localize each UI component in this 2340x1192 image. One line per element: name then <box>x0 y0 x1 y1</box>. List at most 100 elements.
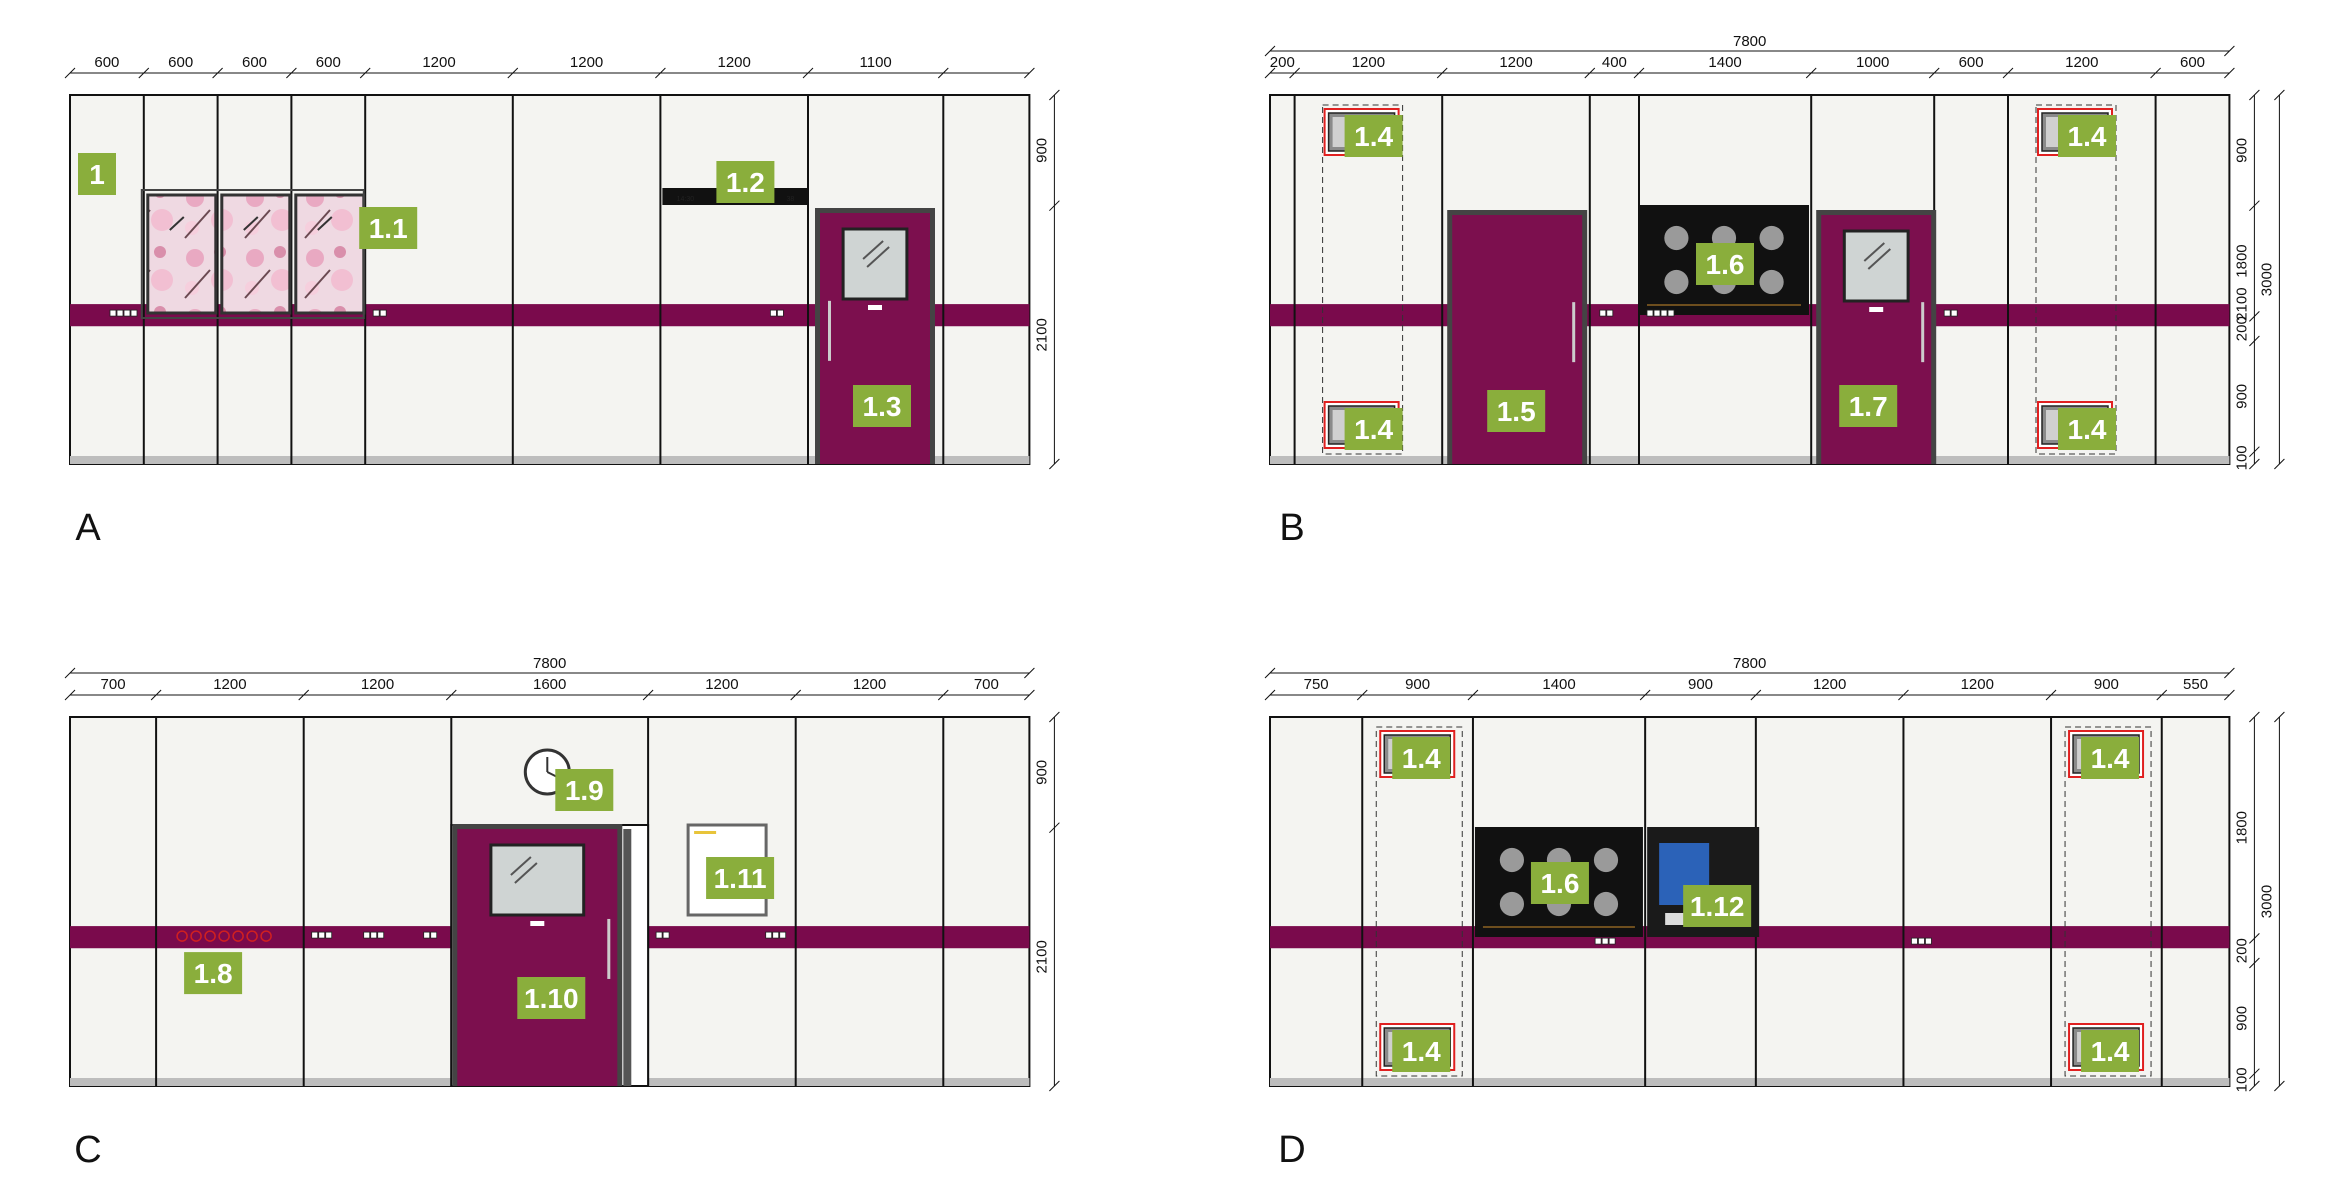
dimension-tick <box>1264 689 1276 701</box>
dimension-tick <box>790 689 802 701</box>
dimension-tick <box>642 689 654 701</box>
socket-icon <box>1601 937 1609 945</box>
tag-box <box>706 857 775 899</box>
side-dimension-label: 100 <box>2233 1067 2250 1092</box>
tag-label: 1.2 <box>726 167 765 198</box>
socket-icon <box>430 931 438 939</box>
dimension-tick <box>2156 689 2168 701</box>
socket-icon <box>1608 937 1616 945</box>
dimension-tick <box>2224 667 2235 679</box>
dimension-tick <box>138 67 150 79</box>
clock-temp-text: 38 <box>787 196 795 203</box>
gas-outlet-icon <box>260 930 272 942</box>
glass-mark <box>169 216 185 231</box>
tag-label: 1.4 <box>2068 414 2107 445</box>
dimension-tick <box>655 67 666 79</box>
tag-box <box>1683 885 1752 927</box>
dimension-label: 900 <box>2094 676 2119 693</box>
dimension-tick <box>1436 67 1448 79</box>
dimension-tick <box>2150 67 2161 79</box>
dimension-tick <box>64 689 76 701</box>
dimension-tick <box>2249 335 2260 347</box>
tag-box <box>1487 390 1546 432</box>
socket-icon <box>1918 937 1925 945</box>
dimension-tick <box>2249 446 2260 458</box>
dimension-tick <box>2249 200 2260 212</box>
socket-icon <box>423 931 431 939</box>
tag-box <box>1344 408 1403 450</box>
glass-mark <box>243 216 259 231</box>
tag-label: 1.12 <box>1690 891 1745 922</box>
tag-label: 1.4 <box>1402 743 1441 774</box>
side-dimension-label: 3000 <box>2258 263 2275 296</box>
floor-strip <box>1270 456 2230 464</box>
dimension-label: 1200 <box>361 676 394 693</box>
door-handle <box>1921 302 1925 363</box>
dimension-tick <box>2249 89 2260 101</box>
tag-label: 1.4 <box>1354 121 1393 152</box>
gas-outlet-icon <box>190 930 202 942</box>
dimension-tick <box>1289 67 1300 79</box>
tag-box <box>2058 408 2116 450</box>
door-handle <box>607 918 611 979</box>
tag-box <box>359 207 418 249</box>
total-dimension-label: 7800 <box>1733 655 1766 672</box>
side-dimension-label: 1800 <box>2233 811 2250 844</box>
total-dimension-label: 7800 <box>533 655 566 672</box>
dimension-tick <box>1639 689 1651 701</box>
dimension-tick <box>359 67 371 79</box>
clock-time-text: 14:30 <box>677 196 695 203</box>
dimension-tick <box>2249 1068 2260 1080</box>
dimension-tick <box>937 67 949 79</box>
door-window <box>841 227 909 301</box>
tag-box <box>184 952 243 995</box>
dimension-tick <box>507 67 519 79</box>
glass-mark <box>1867 248 1891 270</box>
elevation-letter: C <box>74 1129 101 1171</box>
tag-label: 1.6 <box>1706 249 1745 280</box>
side-dimension-label: 900 <box>1033 138 1050 163</box>
dimension-label: 900 <box>1405 676 1430 693</box>
duct-outline <box>2035 104 2117 455</box>
duct-outline <box>1322 104 1404 455</box>
glass-mark <box>317 216 333 231</box>
dimension-label: 200 <box>1270 54 1295 71</box>
dimension-tick <box>2249 711 2260 723</box>
dimension-label: 600 <box>168 54 193 71</box>
board-header <box>694 831 717 834</box>
dimension-label: 1200 <box>705 676 738 693</box>
door-sensor <box>868 305 882 310</box>
dimension-tick <box>2274 458 2285 470</box>
side-dimension-label: 100 <box>2233 445 2250 470</box>
tag-label: 1.6 <box>1540 868 1579 899</box>
scan-image <box>1664 225 1689 251</box>
scan-image <box>1759 225 1784 251</box>
dimension-label: 600 <box>1959 54 1984 71</box>
socket-icon <box>363 931 371 939</box>
tag-label: 1.7 <box>1849 391 1888 422</box>
dimension-label: 1400 <box>1708 54 1741 71</box>
side-dimension-label: 2100 <box>1033 318 1050 351</box>
elevation-letter: D <box>1278 1129 1305 1171</box>
gas-outlet-icon <box>232 930 244 942</box>
dimension-tick <box>445 689 457 701</box>
scan-image <box>1499 891 1525 917</box>
tag-box <box>853 385 911 427</box>
socket-icon <box>772 931 780 939</box>
tag-label: 1.8 <box>194 958 233 989</box>
tag-box <box>2081 737 2140 779</box>
scan-image <box>1593 891 1619 917</box>
scan-image <box>1499 847 1525 873</box>
socket-icon <box>372 309 380 317</box>
artwork-panel <box>220 193 292 315</box>
door-window <box>489 843 586 917</box>
tag-box <box>555 769 614 811</box>
dimension-label: 600 <box>316 54 341 71</box>
socket-icon <box>123 309 131 317</box>
gas-outlet-icon <box>246 930 258 942</box>
dimension-tick <box>1584 67 1596 79</box>
socket-icon <box>1667 309 1675 317</box>
tag-label: 1.4 <box>1402 1036 1441 1067</box>
